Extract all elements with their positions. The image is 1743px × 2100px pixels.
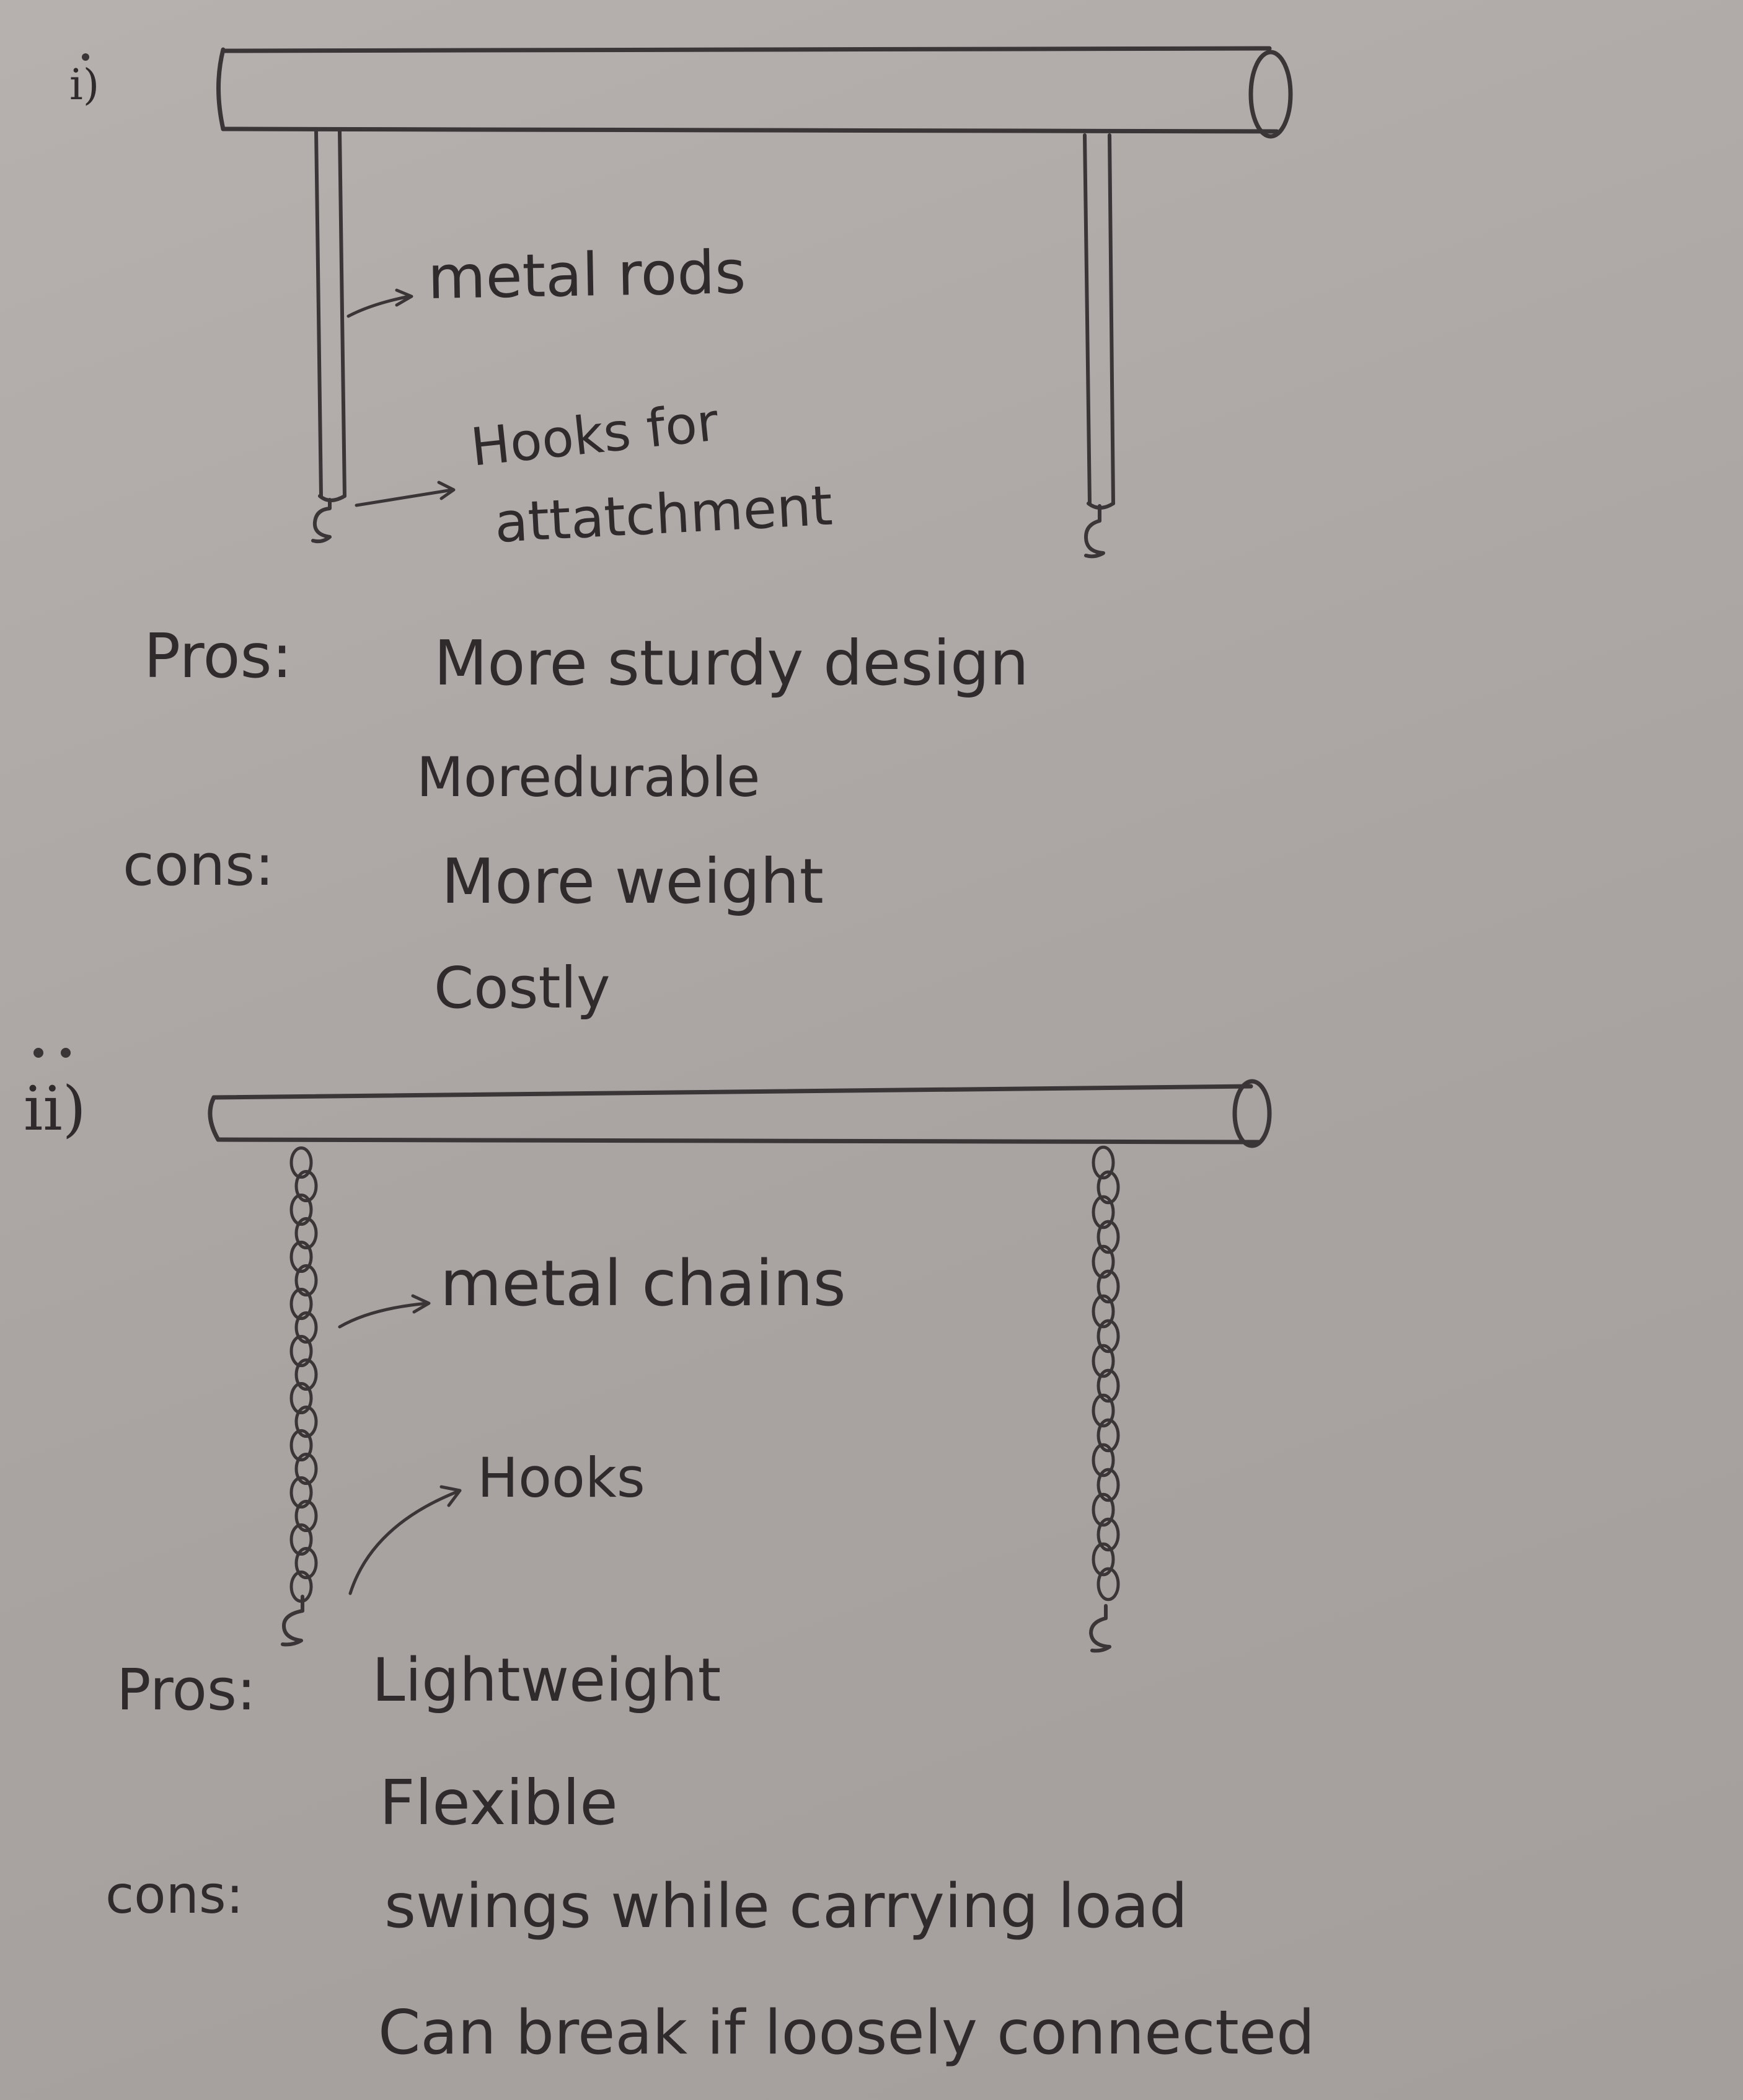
left-chain-link	[289, 1240, 313, 1274]
option-2-hooks-label: Hooks	[477, 1446, 645, 1510]
right-chain-link	[1097, 1319, 1120, 1353]
option-2-pros-heading: Pros:	[117, 1657, 256, 1723]
option-2-left-hook	[281, 1595, 304, 1647]
option-1-hooks-arrow	[355, 481, 456, 507]
left-chain-link	[289, 1381, 313, 1415]
left-chain-link	[289, 1429, 313, 1462]
left-chain-link	[294, 1169, 318, 1203]
option-2-left-chain	[289, 1146, 318, 1603]
left-chain-link	[294, 1311, 318, 1344]
numbering-dots	[33, 53, 89, 1058]
right-chain-link	[1092, 1542, 1115, 1577]
left-chain-link	[294, 1216, 318, 1250]
right-chain-link	[1092, 1244, 1115, 1279]
left-chain-link	[289, 1287, 313, 1321]
option-2-chains-arrow	[338, 1294, 431, 1329]
option-2-diagram	[208, 1079, 1272, 1653]
right-chain-link	[1092, 1393, 1115, 1428]
right-chain-link	[1092, 1443, 1115, 1478]
left-chain-link	[294, 1405, 318, 1438]
left-chain-link	[289, 1193, 313, 1226]
right-chain-link	[1092, 1294, 1115, 1329]
option-2-pros-item-1: Lightweight	[372, 1646, 721, 1715]
option-1-cons-item-1: More weight	[441, 845, 824, 918]
option-1-cons-item-2: Costly	[434, 955, 611, 1021]
right-chain-link	[1097, 1368, 1120, 1403]
option-1-cons-heading: cons:	[123, 832, 275, 898]
left-chain-link	[289, 1334, 313, 1368]
left-chain-link	[294, 1546, 318, 1580]
right-chain-link	[1092, 1195, 1115, 1229]
left-chain-link	[294, 1452, 318, 1486]
right-chain-link	[1097, 1269, 1120, 1304]
left-chain-link	[289, 1146, 313, 1179]
right-chain-link	[1092, 1145, 1115, 1180]
option-1-right-rod	[1083, 133, 1115, 559]
option-1-pros-item-2: Moredurable	[417, 745, 761, 809]
option-1-number: i)	[69, 61, 100, 110]
right-chain-link	[1092, 1344, 1115, 1378]
right-chain-link	[1097, 1220, 1120, 1254]
option-2-cons-item-2: Can break if loosely connected	[378, 1998, 1315, 2068]
option-1-left-rod	[311, 128, 346, 544]
option-2-cons-heading: cons:	[105, 1864, 244, 1925]
option-1-top-bar	[216, 46, 1293, 139]
left-chain-link	[289, 1476, 313, 1509]
right-chain-link	[1092, 1492, 1115, 1527]
option-1-rods-arrow	[346, 288, 413, 318]
right-chain-link	[1097, 1170, 1120, 1205]
option-2-right-chain	[1092, 1145, 1120, 1602]
option-2-chains-label: metal chains	[440, 1247, 846, 1321]
right-chain-link	[1097, 1468, 1120, 1502]
left-chain-link	[289, 1523, 313, 1556]
left-chain-link	[294, 1499, 318, 1533]
right-chain-link	[1097, 1517, 1120, 1552]
option-2-cons-item-1: swings while carrying load	[384, 1871, 1188, 1942]
option-2-right-hook	[1089, 1604, 1111, 1653]
option-1-diagram	[216, 46, 1293, 559]
right-chain-link	[1097, 1418, 1120, 1453]
left-chain-link	[294, 1264, 318, 1297]
option-1-pros-item-1: More sturdy design	[434, 627, 1029, 699]
option-2-number: ii)	[24, 1074, 86, 1145]
option-2-hooks-arrow	[348, 1485, 462, 1595]
option-1-hooks-label-line2: attatchment	[493, 473, 834, 555]
option-2-top-bar	[208, 1079, 1272, 1148]
option-1-rods-label: metal rods	[427, 237, 747, 312]
right-chain-link	[1097, 1567, 1120, 1602]
option-2-pros-item-2: Flexible	[379, 1766, 618, 1839]
option-1-pros-heading: Pros:	[144, 621, 293, 692]
left-chain-link	[294, 1358, 318, 1391]
